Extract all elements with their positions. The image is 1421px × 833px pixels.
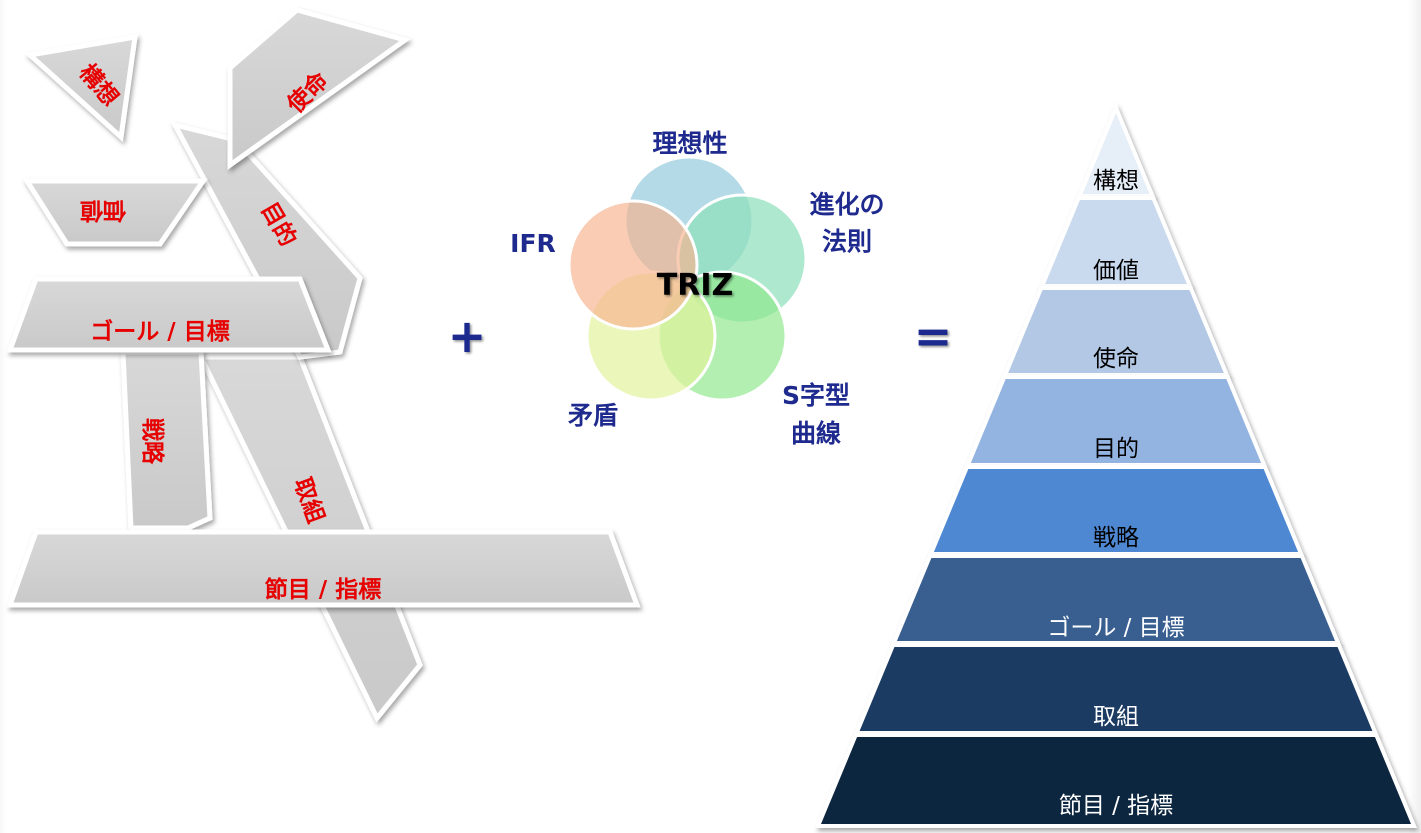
piece-kousou: 構想 [24,33,138,143]
piece-label-fushime: 節目 / 指標 [265,576,381,603]
petal-label-ifr: IFR [510,229,556,258]
piece-shimei: 使命 [227,7,411,170]
pyramid-label-1: 構想 [1093,168,1139,194]
piece-label-goal: ゴール / 目標 [90,318,229,345]
left-puzzle: 取組 戦略 目的 ゴール / 目標 価値 構想 使命 節目 / 指標 [6,7,641,723]
triz-center-label: TRIZ [657,268,733,303]
pyramid-level-8 [815,733,1417,828]
plus-operator: + [448,309,487,363]
pyramid-label-6: ゴール / 目標 [1047,615,1184,641]
pyramid-label-2: 価値 [1093,258,1139,284]
piece-senryaku: 戦略 [120,349,213,531]
pyramid-label-7: 取組 [1093,704,1139,730]
piece-fushime: 節目 / 指標 [6,529,641,608]
petal-label-s-curve-line1: S字型 [782,381,850,410]
petal-label-evolution-line2: 法則 [822,227,872,256]
pyramid-label-5: 戦略 [1093,525,1139,551]
piece-label-kachi: 価値 [80,197,127,223]
petal-label-s-curve-line2: 曲線 [791,419,841,448]
petal-label-evolution-line1: 進化の [809,190,884,219]
pyramid-label-8: 節目 / 指標 [1059,793,1173,819]
equals-operator: = [914,309,953,363]
piece-goal: ゴール / 目標 [6,276,332,353]
triz-venn-diagram: TRIZ 理想性 進化の 法則 S字型 曲線 矛盾 IFR [510,129,884,448]
piece-kachi: 価値 [22,178,208,247]
petal-label-contradiction: 矛盾 [568,401,618,430]
pyramid-label-3: 使命 [1093,346,1139,372]
petal-label-ideality: 理想性 [652,129,727,158]
pyramid-label-4: 目的 [1093,436,1139,462]
piece-label-senryaku: 戦略 [139,418,166,465]
petal-circle-ifr [567,199,699,331]
